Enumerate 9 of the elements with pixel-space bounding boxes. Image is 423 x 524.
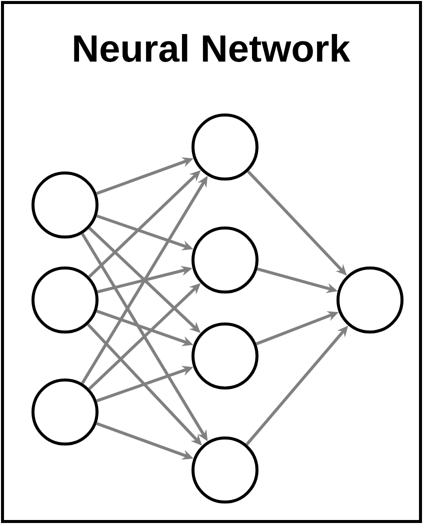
title: Neural Network xyxy=(74,34,350,62)
neuron-circle xyxy=(336,266,404,334)
neuron-circle xyxy=(192,114,258,180)
neuron-circle xyxy=(192,322,258,390)
neuron-circle xyxy=(192,226,258,294)
neuron-circle xyxy=(32,378,98,446)
neuron-circle xyxy=(32,172,98,238)
neuron-circle xyxy=(192,436,258,504)
neuron-circle xyxy=(32,266,98,334)
